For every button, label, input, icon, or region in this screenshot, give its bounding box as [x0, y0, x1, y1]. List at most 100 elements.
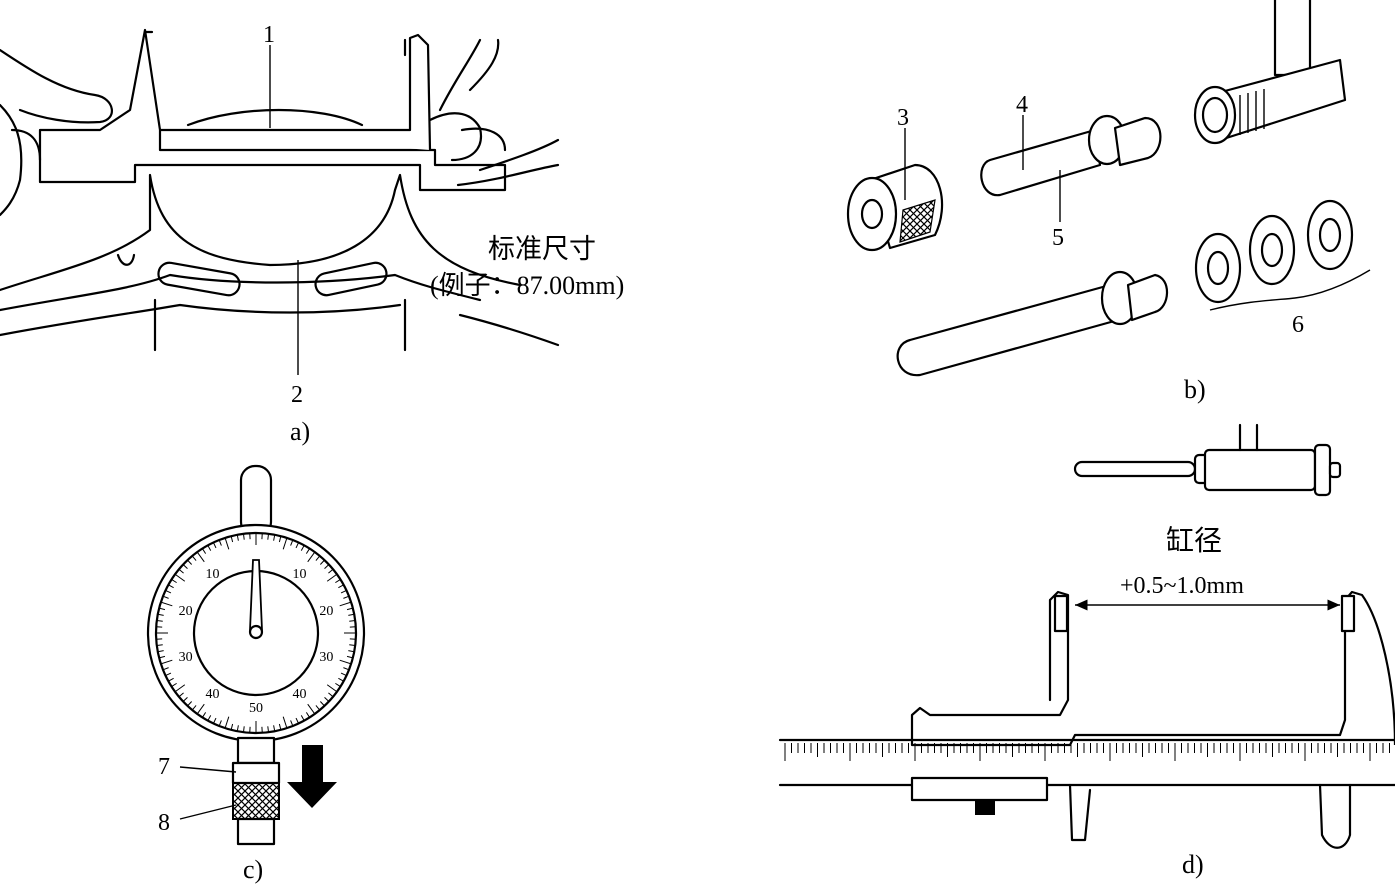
dial-tick	[162, 667, 169, 671]
dial-tick	[174, 684, 186, 693]
dial-tick	[224, 716, 230, 729]
dial-tick	[338, 584, 344, 589]
dial-tick	[159, 655, 166, 659]
panel-b: 3 4 5	[846, 0, 1371, 404]
dial-tick	[224, 537, 230, 550]
dial-number: 20	[319, 604, 333, 619]
dial-tick	[218, 720, 222, 727]
left-hand	[0, 48, 113, 217]
dial-number: 30	[319, 650, 333, 665]
dial-tick	[340, 589, 347, 594]
dial-tick	[349, 619, 356, 622]
dial-tick	[242, 726, 245, 733]
down-arrow-icon	[287, 745, 337, 808]
leader-7	[179, 766, 237, 773]
dial-tick	[174, 573, 186, 582]
dial-tick	[295, 542, 300, 549]
dial-tick	[339, 659, 352, 665]
dial-tick	[324, 564, 330, 570]
dial-number: 10	[206, 567, 220, 582]
dial-tick	[178, 692, 184, 698]
dial-tick	[282, 537, 288, 550]
dial-tick	[278, 536, 282, 543]
dial-tick	[201, 712, 207, 718]
gauge-handle	[1193, 0, 1347, 145]
dial-tick	[182, 696, 188, 702]
dial-tick	[273, 725, 276, 732]
dial-tick	[349, 644, 356, 647]
dial-tick	[290, 539, 294, 546]
callout-2: 2	[291, 382, 303, 408]
washer-brace	[1209, 269, 1371, 311]
dial-tick	[191, 555, 197, 561]
dial-tick	[305, 712, 311, 718]
caption-a: a)	[290, 417, 310, 446]
dial-tick	[156, 644, 163, 647]
dial-tick	[328, 568, 334, 574]
dial-tick	[157, 613, 164, 616]
dial-tick	[295, 717, 300, 724]
callout-1: 1	[263, 22, 275, 48]
dial-tick	[346, 655, 353, 659]
dial-tick	[236, 725, 239, 732]
dial-tick	[278, 723, 282, 730]
callout-4: 4	[1016, 92, 1028, 118]
callout-6: 6	[1292, 312, 1304, 338]
panel-a: 1 2 标准尺寸 (例子：87.00mm) a)	[0, 22, 624, 446]
right-hand	[428, 38, 560, 187]
dial-tick	[315, 555, 321, 561]
dial-tick	[346, 607, 353, 611]
caption-c: c)	[243, 855, 263, 884]
dial-tick	[242, 533, 245, 540]
dial-tick	[338, 677, 344, 682]
caption-d: d)	[1182, 850, 1204, 879]
leader-8	[179, 804, 237, 820]
callout-8: 8	[158, 810, 170, 836]
caliper-scale	[784, 743, 1390, 761]
dial-number: 30	[179, 650, 193, 665]
piston-ring-arc	[186, 108, 364, 127]
dial-tick	[305, 548, 311, 554]
dial-tick	[326, 573, 338, 582]
dial-needle	[249, 559, 263, 631]
dial-tick	[282, 716, 288, 729]
piston-outline	[0, 173, 522, 292]
dial-tick	[267, 533, 270, 540]
gauge-body	[38, 28, 507, 192]
dial-tick	[343, 595, 350, 599]
knurled-nut	[846, 163, 944, 252]
dial-tick	[212, 542, 217, 549]
dial-tick	[348, 650, 355, 653]
dial-tick	[300, 715, 305, 721]
knurled-ring-8	[232, 782, 280, 820]
dial-tick	[157, 650, 164, 653]
dial-tick	[207, 715, 212, 721]
dial-number: 40	[206, 687, 220, 702]
dial-tick	[196, 551, 205, 563]
dial-tick	[162, 595, 169, 599]
dial-tick	[319, 559, 325, 565]
dial-tick	[339, 601, 352, 607]
callout-5: 5	[1052, 225, 1064, 251]
dial-tick	[230, 536, 234, 543]
panel-d: 缸径 +0.5~1.0mm d)	[778, 423, 1395, 879]
standard-size-label: 标准尺寸	[488, 234, 596, 264]
dial-tick	[207, 545, 212, 551]
dial-tick	[187, 559, 193, 565]
dial-tick	[300, 545, 305, 551]
vernier-caliper	[778, 590, 1395, 849]
dial-tick	[267, 726, 270, 733]
dial-tick	[290, 720, 294, 727]
dial-tick	[160, 659, 173, 665]
long-rod	[896, 270, 1169, 377]
dial-number: 50	[249, 701, 263, 716]
dial-tick	[335, 682, 341, 688]
dial-tick	[230, 723, 234, 730]
dial-ticks	[156, 533, 356, 733]
dial-tick	[319, 701, 325, 707]
dial-tick	[159, 607, 166, 611]
short-rod	[980, 114, 1162, 197]
dial-tick	[348, 613, 355, 616]
dial-tick	[218, 539, 222, 546]
bore-label: 缸径	[1166, 525, 1222, 557]
